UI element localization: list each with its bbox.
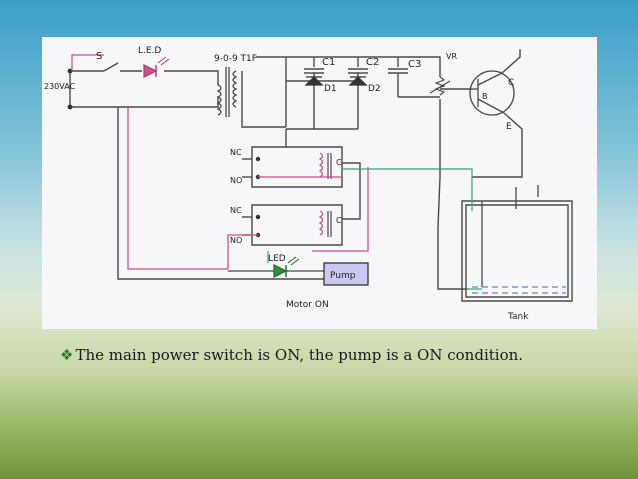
variable-resistor-icon (429, 76, 451, 96)
relay2-no-label: NO (230, 236, 242, 245)
caption-text: The main power switch is ON, the pump is… (75, 346, 524, 364)
transistor-icon (469, 70, 515, 116)
c2-label: C2 (366, 57, 379, 68)
relay1-no-label: NO (230, 176, 242, 185)
relay1-nc-label: NC (230, 148, 242, 157)
circuit-diagram: 230VAC S L.E.D 9-0-9 T1F C1 C2 C3 D1 D2 … (42, 37, 597, 329)
diamond-bullet-icon: ❖ (60, 346, 74, 364)
emitter-label: E (506, 122, 512, 132)
c3-label: C3 (408, 59, 421, 70)
transformer-label: 9-0-9 T1F (214, 54, 257, 64)
d1-label: D1 (324, 84, 337, 94)
d2-label: D2 (368, 84, 381, 94)
power-led-label: L.E.D (138, 46, 161, 56)
pump-box (323, 262, 369, 286)
supply-label: 230VAC (44, 82, 76, 91)
pump-label: Pump (330, 271, 356, 281)
collector-label: C (508, 78, 514, 88)
switch-label: S (96, 51, 102, 62)
power-led-icon (143, 56, 170, 78)
motor-status-label: Motor ON (286, 300, 329, 310)
caption: ❖The main power switch is ON, the pump i… (60, 346, 630, 364)
relay2-c-label: C (336, 216, 342, 225)
vr-label: VR (446, 52, 457, 61)
circuit-svg: 230VAC S L.E.D 9-0-9 T1F C1 C2 C3 D1 D2 … (44, 46, 573, 322)
c1-label: C1 (322, 57, 335, 68)
base-label: B (482, 92, 488, 101)
tank-label: Tank (507, 312, 529, 322)
relay2-nc-label: NC (230, 206, 242, 215)
relay1-c-label: C (336, 158, 342, 167)
motor-led-label: LED (268, 254, 286, 264)
